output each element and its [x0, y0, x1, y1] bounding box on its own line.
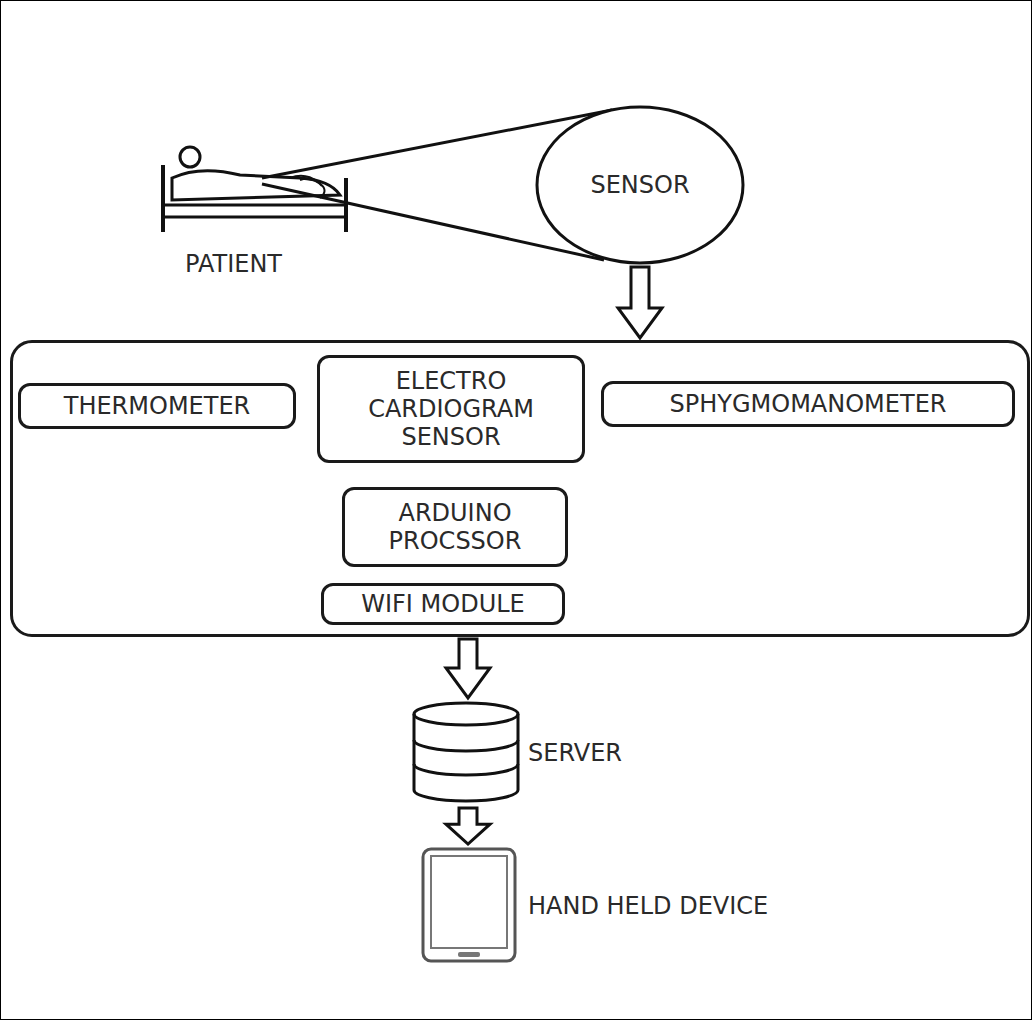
module-box: WIFI MODULE [321, 583, 565, 625]
node-label: THERMOMETER [64, 392, 251, 420]
database-cylinder [410, 700, 522, 806]
node-label: SERVER [528, 739, 622, 767]
node-label: ELECTRO CARDIOGRAM SENSOR [328, 367, 574, 451]
component-box: ELECTRO CARDIOGRAM SENSOR [317, 355, 585, 463]
node-label: ARDUINO PROCSSOR [353, 499, 557, 555]
component-box: THERMOMETER [18, 383, 296, 429]
server-node: SERVER [410, 700, 670, 806]
block-arrow [446, 639, 490, 698]
node-label: SENSOR [590, 171, 689, 199]
block-arrow [446, 808, 490, 844]
block-arrow [618, 267, 662, 338]
sensor-ellipse: SENSOR [535, 105, 745, 265]
device-node: HAND HELD DEVICE [420, 846, 860, 966]
processor-box: ARDUINO PROCSSOR [342, 487, 568, 567]
phone-icon [420, 846, 520, 966]
figure-label: PATIENT [185, 250, 282, 278]
node-label: SPHYGMOMANOMETER [670, 390, 947, 418]
node-label: HAND HELD DEVICE [528, 892, 768, 920]
system-panel: THERMOMETER ELECTRO CARDIOGRAM SENSOR SPHY… [10, 340, 1030, 637]
node-label: WIFI MODULE [361, 590, 525, 618]
component-box: SPHYGMOMANOMETER [601, 381, 1015, 427]
